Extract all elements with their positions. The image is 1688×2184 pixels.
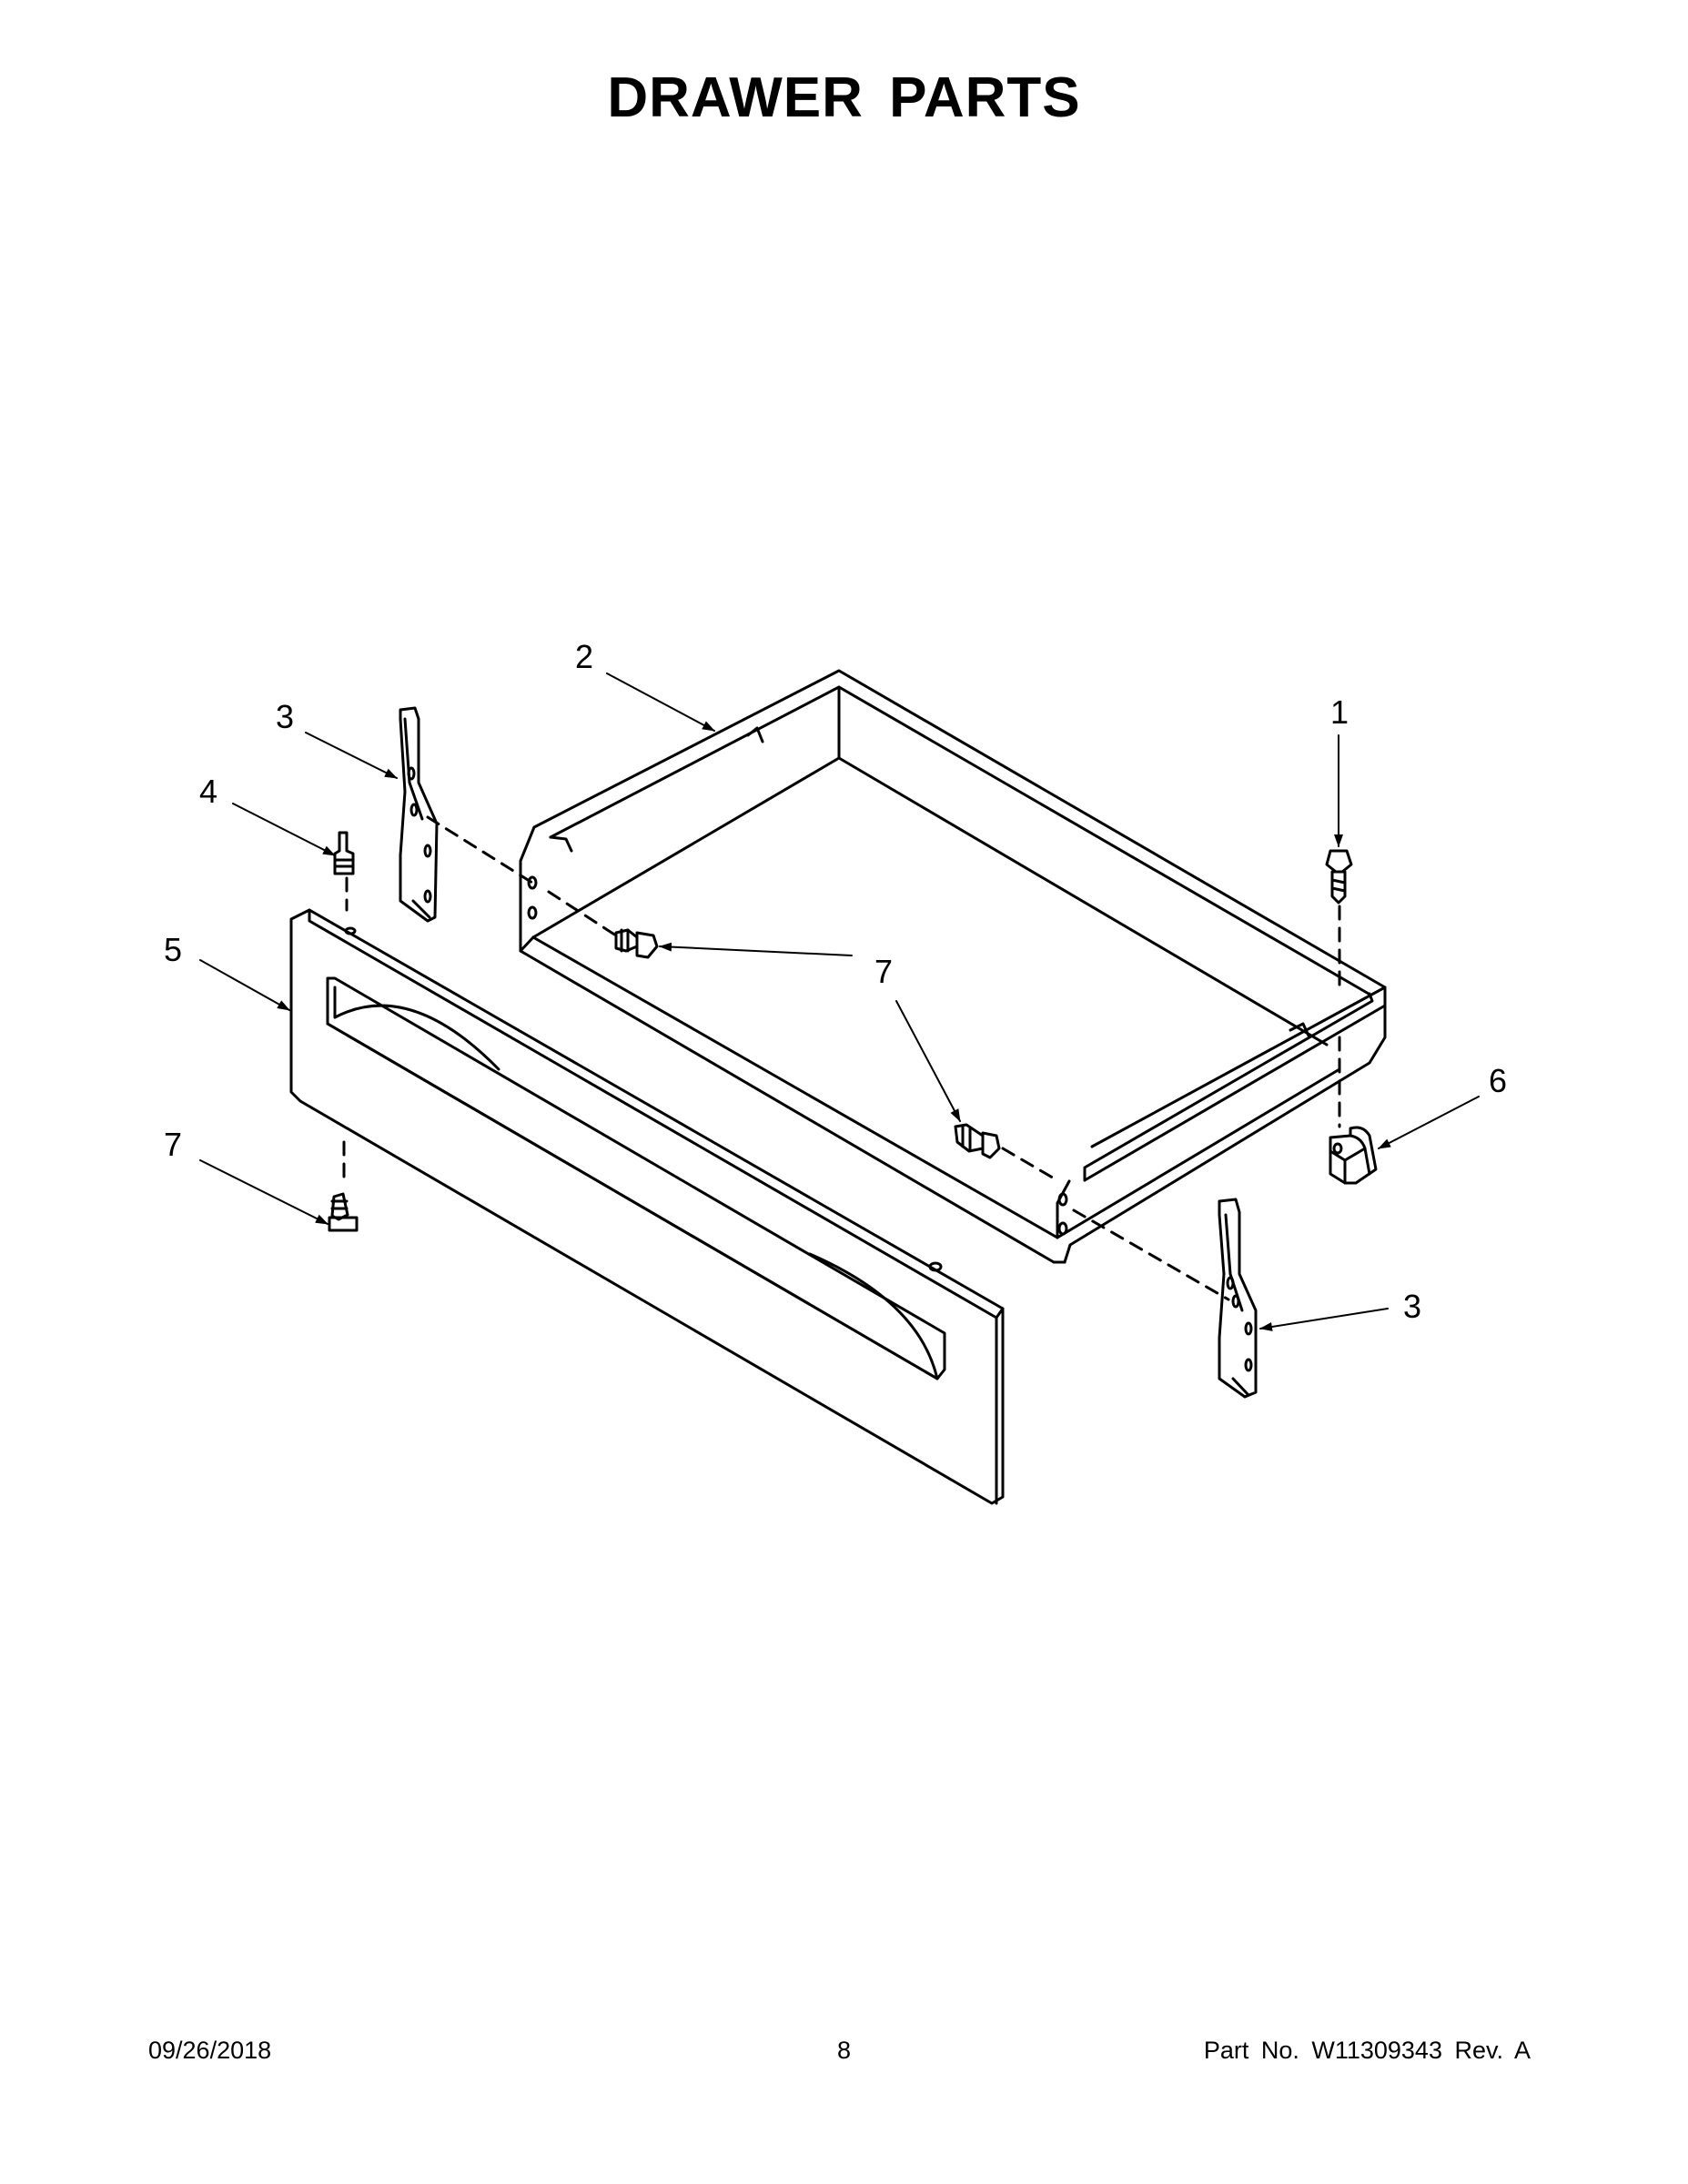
- screw-part-center-top: [614, 928, 659, 959]
- assembly-dashed-lines: [342, 815, 1341, 1301]
- stud-part: [333, 831, 355, 875]
- footer-page-number: 8: [836, 2037, 852, 2064]
- callout-3-right: 3: [1403, 1288, 1421, 1325]
- callout-5: 5: [164, 931, 182, 968]
- callout-leaders: [199, 672, 1480, 1331]
- screw-part-lower-left: [328, 1192, 359, 1232]
- drawer-box-part: [519, 669, 1387, 1264]
- clip-bracket-part: [1329, 1126, 1378, 1185]
- footer-date: 09/26/2018: [148, 2037, 272, 2064]
- footer-part-number: Part No. W11309343 Rev. A: [1203, 2037, 1531, 2064]
- callout-7-center: 7: [874, 953, 893, 990]
- screw-part-center-bottom: [954, 1123, 1001, 1159]
- callout-6: 6: [1489, 1062, 1507, 1099]
- callout-1: 1: [1330, 693, 1349, 731]
- callout-7-left: 7: [164, 1126, 182, 1163]
- left-slide-bracket-part: [399, 706, 439, 923]
- screw-part-top-right: [1325, 849, 1353, 905]
- callout-2: 2: [575, 638, 593, 675]
- callout-4: 4: [199, 773, 217, 810]
- page-title: DRAWER PARTS: [607, 66, 1081, 129]
- callout-3-left: 3: [276, 698, 294, 735]
- right-slide-bracket-part: [1218, 1198, 1258, 1399]
- drawer-front-panel-part: [289, 908, 1005, 1505]
